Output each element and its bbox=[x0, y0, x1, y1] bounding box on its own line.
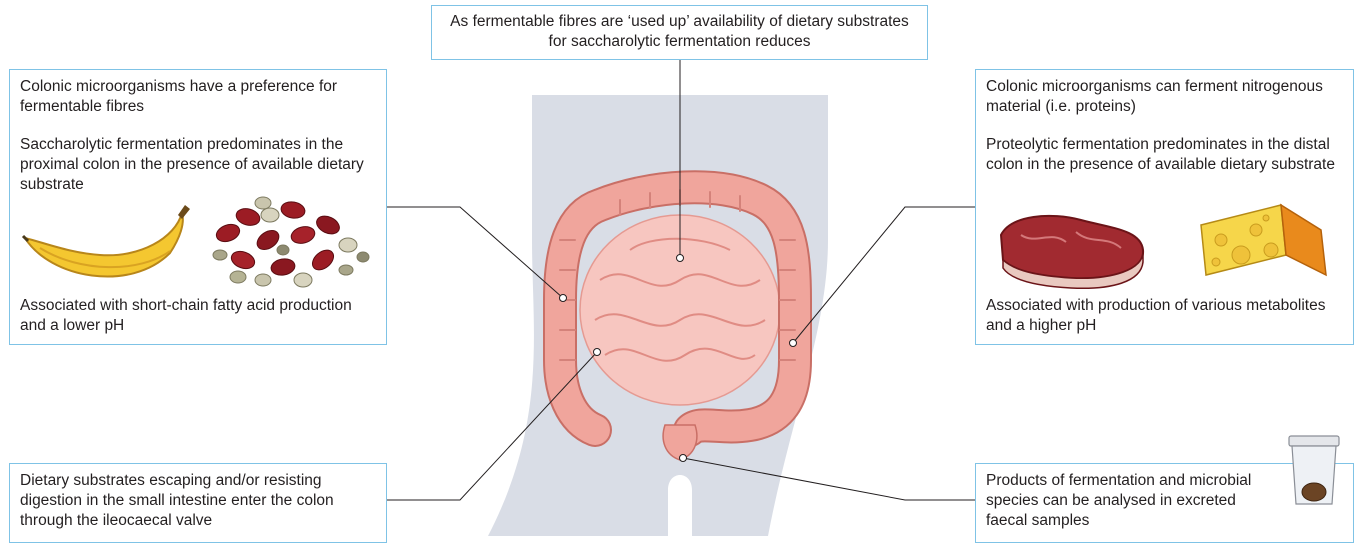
banana-icon bbox=[20, 203, 190, 293]
ileocaecal-box: Dietary substrates escaping and/or resis… bbox=[9, 463, 387, 543]
saccharolytic-preference-text: Colonic microorganisms have a preference… bbox=[20, 77, 376, 117]
faecal-sample-text: Products of fermentation and microbial s… bbox=[986, 471, 1256, 531]
steak-icon bbox=[991, 210, 1151, 290]
sample-jar-icon bbox=[1284, 434, 1344, 524]
saccharolytic-outcome-text: Associated with short-chain fatty acid p… bbox=[20, 296, 376, 336]
proteolytic-ability-text: Colonic microorganisms can ferment nitro… bbox=[986, 77, 1343, 117]
faecal-sample-box: Products of fermentation and microbial s… bbox=[975, 463, 1354, 543]
saccharolytic-predominance-text: Saccharolytic fermentation predominates … bbox=[20, 135, 376, 195]
cheese-icon bbox=[1196, 200, 1346, 280]
proteolytic-outcome-text: Associated with production of various me… bbox=[986, 296, 1342, 336]
top-annotation-text: As fermentable fibres are ‘used up’ avai… bbox=[442, 12, 917, 52]
ileocaecal-text: Dietary substrates escaping and/or resis… bbox=[20, 471, 376, 531]
beans-icon bbox=[208, 195, 373, 290]
proteolytic-box: Colonic microorganisms can ferment nitro… bbox=[975, 69, 1354, 345]
saccharolytic-box: Colonic microorganisms have a preference… bbox=[9, 69, 387, 345]
top-annotation-box: As fermentable fibres are ‘used up’ avai… bbox=[431, 5, 928, 60]
proteolytic-predominance-text: Proteolytic fermentation predominates in… bbox=[986, 135, 1343, 175]
